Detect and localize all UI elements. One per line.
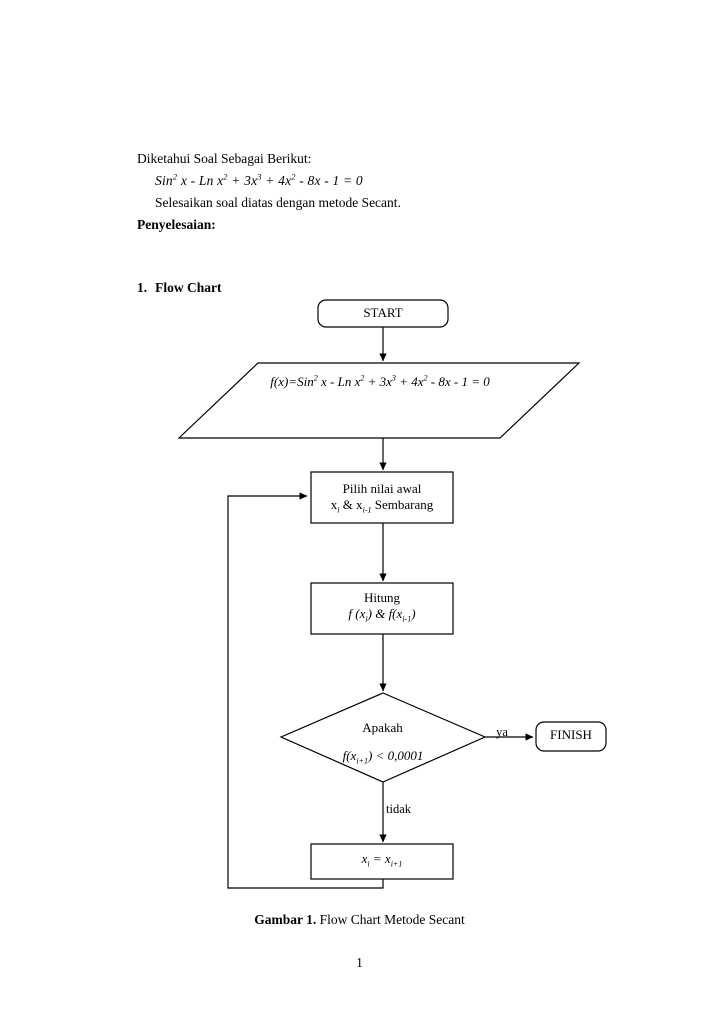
section-number: 1. [137,280,148,295]
problem-statement-block: Diketahui Soal Sebagai Berikut: Sin2 x -… [137,150,597,238]
section-title: Flow Chart [155,280,222,295]
intro-line: Diketahui Soal Sebagai Berikut: [137,151,312,166]
init-sub-i: i [337,505,340,515]
edge-label-ya: ya [496,725,508,739]
node-init-label: Pilih nilai awal xi & xi-1 Sembarang [311,481,453,515]
equation-line: Sin2 x - Ln x2 + 3x3 + 4x2 - 8x - 1 = 0 [137,172,597,189]
node-decision-shape [279,692,487,783]
node-start-shape [317,299,449,328]
equation-exp-4: 2 [291,172,296,182]
io-exp-1: 2 [313,373,318,383]
node-finish-shape [535,721,607,752]
figure-caption-bold: Gambar 1. [254,912,317,927]
node-finish-label: FINISH [550,727,592,742]
io-exp-2: 2 [360,373,365,383]
equation-exp-1: 2 [172,172,178,182]
node-assign-shape [310,843,454,880]
io-exp-4: 2 [423,373,428,383]
node-io-label: f(x)=Sin2 x - Ln x2 + 3x3 + 4x2 - 8x - 1… [270,373,490,389]
assign-sub-i1: i+1 [390,859,403,869]
figure-caption-text: Flow Chart Metode Secant [316,912,465,927]
node-calc-label: Hitung f (xi) & f(xi-1) [311,590,453,624]
assign-sub-i: i [367,859,370,869]
figure-caption: Gambar 1. Flow Chart Metode Secant [0,912,719,928]
node-init-shape [310,471,454,524]
edge-label-tidak: tidak [386,802,411,816]
edge-assign-to-init-loop [227,492,384,889]
calc-sub-i: i [365,614,368,624]
init-sub-i-1: i-1 [362,505,372,515]
node-init-line1: Pilih nilai awal [342,481,422,496]
node-decision-line1: Apakah [362,720,403,735]
equation-exp-2: 2 [223,172,228,182]
node-init-line2: xi & xi-1 Sembarang [330,497,434,515]
dec-sub-i1: i+1 [356,756,369,766]
node-decision-line2: f(xi+1) < 0,0001 [342,748,424,766]
equation-exp-3: 3 [257,172,262,182]
io-exp-3: 3 [391,373,396,383]
node-calc-line2: f (xi) & f(xi-1) [348,606,416,624]
solution-heading: Penyelesaian: [137,217,216,232]
node-assign-label: xi = xi+1 [361,851,403,869]
node-calc-shape [310,582,454,635]
equation-text: Sin2 x - Ln x2 + 3x3 + 4x2 - 8x - 1 = 0 [155,172,363,188]
calc-sub-i-1: i-1 [402,614,412,624]
node-start-label: START [363,305,403,320]
page-number: 1 [356,955,363,970]
section-heading: 1. Flow Chart [137,280,222,296]
node-calc-line1: Hitung [363,590,401,605]
node-io-shape [177,362,581,439]
instruction-line: Selesaikan soal diatas dengan metode Sec… [155,195,401,210]
